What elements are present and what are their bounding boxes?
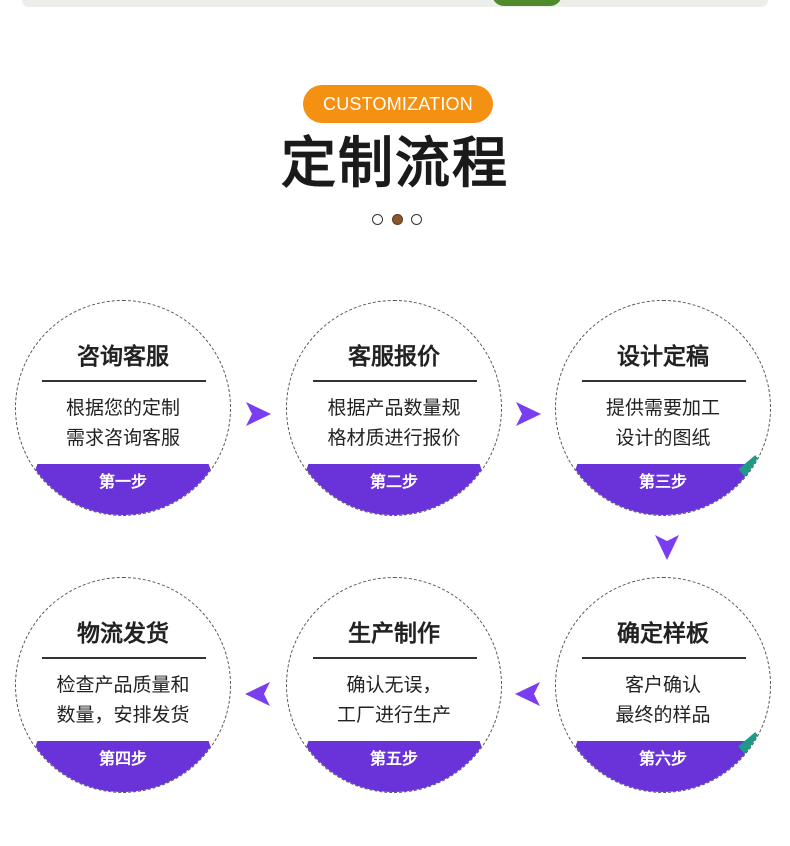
step-desc-line: 客户确认 (624, 674, 701, 696)
step-label: 第二步 (369, 472, 418, 491)
step-band (287, 741, 501, 792)
step-desc-line: 根据您的定制 (65, 397, 180, 419)
step-desc-line: 数量，安排发货 (56, 704, 190, 726)
step-label: 第四步 (98, 749, 147, 768)
step-description: 根据您的定制 需求咨询客服 (16, 393, 230, 453)
step-divider (313, 380, 477, 382)
step-circle-4: 确定样板 客户确认 最终的样品 第六步 (555, 577, 771, 793)
triangle-left-icon (514, 680, 542, 708)
step-desc-line: 工厂进行生产 (336, 704, 451, 726)
step-label: 第六步 (638, 749, 687, 768)
step-band (16, 464, 230, 515)
pagination-dot-1[interactable] (372, 214, 383, 225)
step-desc-line: 确认无误， (346, 674, 442, 696)
step-label: 第三步 (638, 472, 687, 491)
step-desc-line: 设计的图纸 (615, 427, 711, 449)
step-label: 第一步 (98, 472, 147, 491)
step-label: 第五步 (369, 749, 418, 768)
pagination-dots (370, 214, 430, 228)
step-divider (582, 657, 746, 659)
step-title: 设计定稿 (617, 344, 709, 370)
step-title: 生产制作 (348, 621, 440, 647)
step-desc-line: 提供需要加工 (605, 397, 720, 419)
step-description: 检查产品质量和 数量，安排发货 (16, 670, 230, 730)
step-desc-line: 根据产品数量规 (327, 397, 461, 419)
step-divider (313, 657, 477, 659)
step-desc-line: 需求咨询客服 (65, 427, 180, 449)
step-circle-5: 生产制作 确认无误， 工厂进行生产 第五步 (286, 577, 502, 793)
step-divider (42, 380, 206, 382)
triangle-right-icon (514, 400, 542, 428)
top-image-strip (22, 0, 768, 7)
step-circle-6: 物流发货 检查产品质量和 数量，安排发货 第四步 (15, 577, 231, 793)
step-title: 确定样板 (617, 621, 709, 647)
triangle-down-icon (653, 533, 681, 561)
pagination-dot-3[interactable] (411, 214, 422, 225)
step-description: 根据产品数量规 格材质进行报价 (287, 393, 501, 453)
customization-badge: CUSTOMIZATION (303, 85, 493, 123)
leaf-image-fragment (492, 0, 562, 6)
step-description: 提供需要加工 设计的图纸 (556, 393, 770, 453)
step-divider (42, 657, 206, 659)
pagination-dot-2[interactable] (392, 214, 403, 225)
triangle-right-icon (244, 400, 272, 428)
step-band (556, 464, 770, 515)
step-title: 客服报价 (348, 344, 440, 370)
step-title: 咨询客服 (77, 344, 169, 370)
step-title: 物流发货 (77, 621, 169, 647)
step-desc-line: 最终的样品 (615, 704, 711, 726)
triangle-left-icon (244, 680, 272, 708)
step-circle-3: 设计定稿 提供需要加工 设计的图纸 第三步 (555, 300, 771, 516)
step-desc-line: 检查产品质量和 (56, 674, 190, 696)
step-desc-line: 格材质进行报价 (327, 427, 461, 449)
step-band (16, 741, 230, 792)
step-circle-1: 咨询客服 根据您的定制 需求咨询客服 第一步 (15, 300, 231, 516)
step-band (287, 464, 501, 515)
step-description: 确认无误， 工厂进行生产 (287, 670, 501, 730)
step-circle-2: 客服报价 根据产品数量规 格材质进行报价 第二步 (286, 300, 502, 516)
step-divider (582, 380, 746, 382)
page-title: 定制流程 (280, 131, 509, 195)
step-band (556, 741, 770, 792)
step-description: 客户确认 最终的样品 (556, 670, 770, 730)
